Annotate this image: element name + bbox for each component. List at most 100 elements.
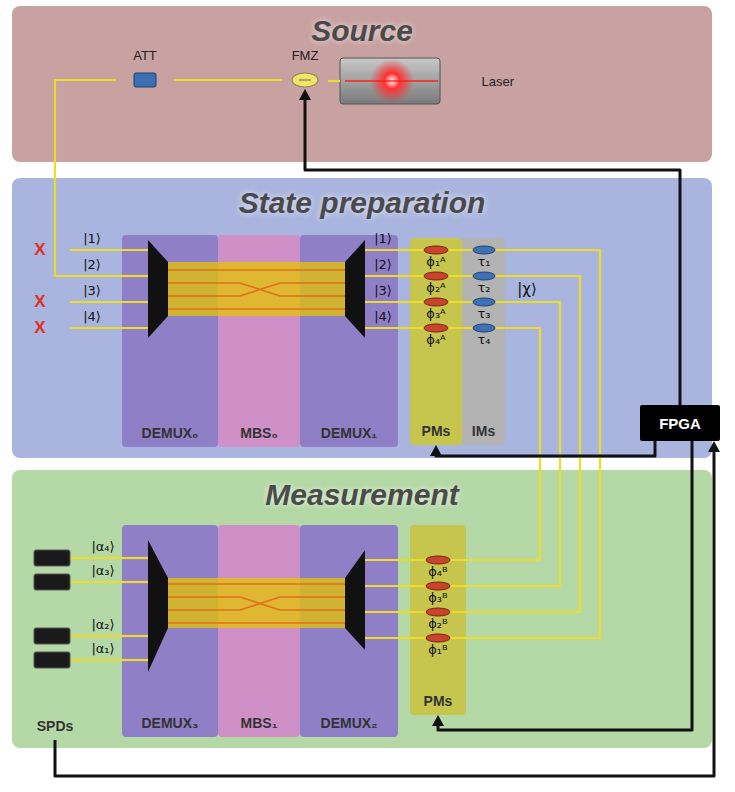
node-label: MBS₁ [241,715,278,731]
fiber [122,635,148,637]
node-label: Source [311,14,413,48]
connector-line [398,611,410,613]
fiber [365,249,398,251]
state-label: τ₃ [477,307,490,321]
connector-line [398,585,410,587]
state-label: |α₂⟩ [91,618,114,632]
intensity-modulator [473,272,495,280]
single-photon-detector [34,574,70,590]
fiber [365,637,398,639]
node-label: PMs [424,693,453,709]
fiber [122,581,148,583]
fiber [122,275,148,277]
optical-fiber [174,80,282,81]
state-label: |α₃⟩ [91,564,114,578]
connector-line [84,581,122,583]
waveguide [168,597,345,610]
blocked-mark: X [34,240,45,260]
mbs-panel: MBS₁ [218,525,300,737]
state-label: ϕ₄ᴬ [426,333,445,347]
fmz-symbol-mark [299,80,311,81]
phase-modulator [426,582,450,590]
state-label: |2⟩ [374,258,392,272]
fiber [70,581,84,583]
node-label: MBS₀ [240,425,277,441]
node-label: SPDs [37,718,74,734]
node-label: PMs [422,423,451,439]
connector-line [328,80,340,82]
fmz-symbol [292,73,318,87]
demux-panel: DEMUX₃ [122,525,218,737]
node-label: State preparation [239,186,486,220]
intensity-modulator [473,246,495,254]
single-photon-detector [34,652,70,668]
state-label: |α₁⟩ [91,642,114,656]
state-label: ϕ₃ᴮ [428,591,447,605]
node-label: ATT [133,48,157,63]
state-label: |1⟩ [374,232,392,246]
fiber [365,327,398,329]
connector-line [398,301,410,303]
phase-modulator [424,246,448,254]
connector-line [398,327,410,329]
fiber [365,275,398,277]
attenuator-body [134,73,156,87]
state-label: ϕ₄ᴮ [428,565,447,579]
connector-line [398,559,410,561]
waveguide [168,269,345,271]
waveguide [168,308,345,310]
fiber [122,659,148,661]
state-label: |4⟩ [374,310,392,324]
state-label: ϕ₁ᴬ [426,255,445,269]
node-label: Measurement [265,478,458,512]
waveguide [168,622,345,624]
fiber [365,585,398,587]
phase-modulator [426,634,450,642]
state-label: τ₁ [477,255,490,269]
fiber [70,659,84,661]
fiber [70,249,148,251]
state-label: ϕ₂ᴮ [428,617,447,631]
connector-line [84,557,122,559]
state-label: |3⟩ [83,284,101,298]
fiber [365,301,398,303]
fiber [122,557,148,559]
phase-modulator [424,324,448,332]
connector-line [84,635,122,637]
waveguide [168,597,345,610]
connector-line [84,659,122,661]
phase-modulator [424,298,448,306]
single-photon-detector [34,628,70,644]
node-label: DEMUX₂ [321,715,378,731]
connector-line [174,79,282,81]
connector-line [398,275,410,277]
connector-line [398,637,410,639]
blocked-mark: X [34,292,45,312]
state-label: |2⟩ [83,258,101,272]
waveguide [168,283,345,296]
node-label: DEMUX₁ [321,425,377,441]
phase-modulator [426,556,450,564]
fiber [70,327,148,329]
phase-modulator [424,272,448,280]
state-label: |1⟩ [83,232,101,246]
state-label: |α₄⟩ [91,540,114,554]
fiber [365,559,398,561]
fiber [70,635,84,637]
node-label: FPGA [659,415,701,432]
node-label: DEMUX₀ [142,425,199,441]
fiber [70,557,84,559]
connector-line [398,249,410,251]
intensity-modulator [473,298,495,306]
single-photon-detector [34,550,70,566]
node-label: IMs [472,423,495,439]
mbs-slab [168,262,345,316]
fpga-box: FPGA [640,405,720,441]
state-label: τ₂ [477,281,490,295]
node-label: FMZ [292,48,319,63]
state-label: |3⟩ [374,284,392,298]
fiber [365,611,398,613]
state-label: ϕ₁ᴮ [428,643,447,657]
state-label: |χ⟩ [515,280,539,298]
state-label: τ₄ [477,333,490,347]
